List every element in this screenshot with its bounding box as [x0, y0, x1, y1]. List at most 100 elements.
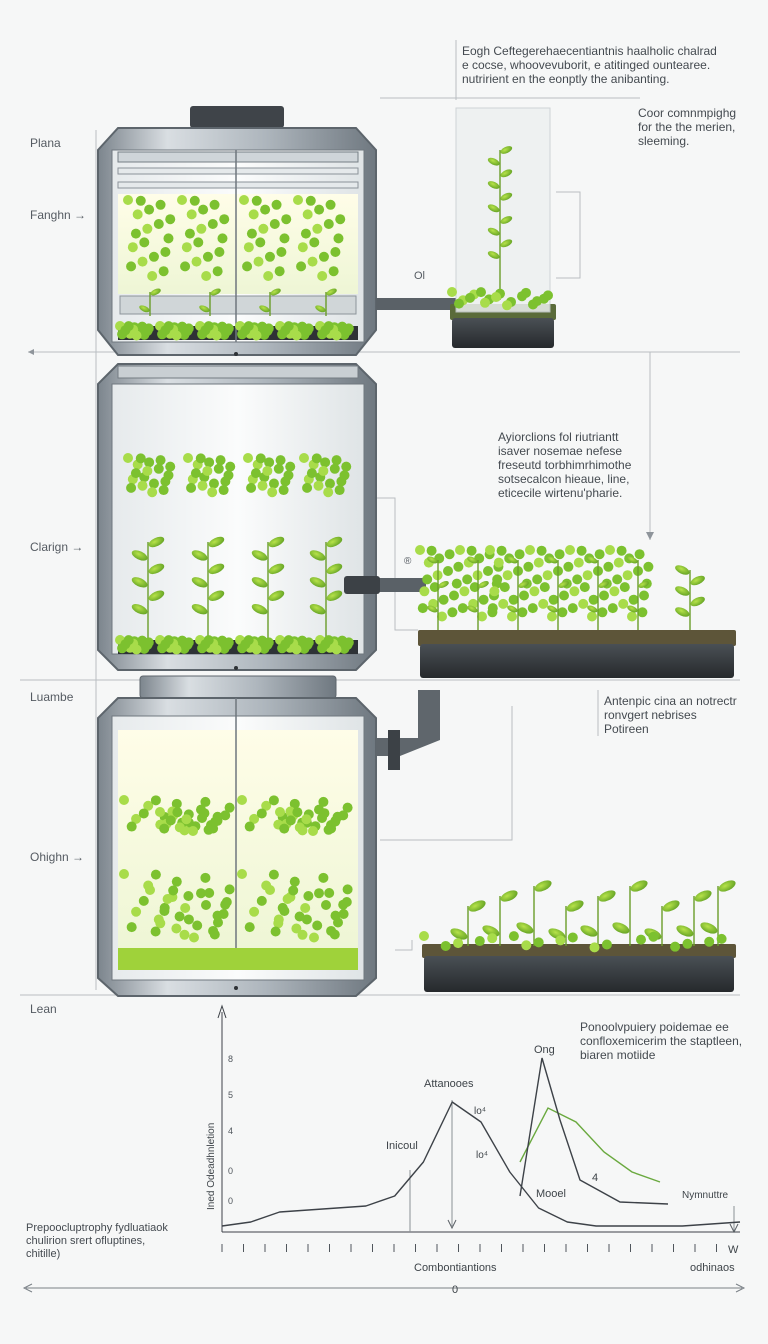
down-arrow-icon [646, 532, 654, 540]
plant-cluster [315, 635, 354, 655]
plant [516, 880, 552, 946]
plant [139, 288, 161, 316]
side-label-clarign: Clarign → [30, 540, 83, 554]
side-label-fanghn-text: Fanghn [30, 208, 71, 222]
plant-cluster [115, 321, 154, 341]
plant-cluster [275, 807, 343, 836]
plant [427, 556, 449, 630]
plant-cluster [123, 195, 176, 281]
plant-cluster [123, 453, 176, 498]
chart-annot-nymut: Nymnuttre [682, 1190, 729, 1201]
chart-annot-mooel: Mooel [536, 1188, 566, 1200]
side-label-clarign-text: Clarign [30, 540, 69, 554]
plant-cluster [145, 885, 232, 943]
note-top-right: Coor comnmpighg for the the merien, slee… [638, 106, 737, 148]
tank-3 [97, 675, 377, 997]
chart-annot-peak: Attanooes [424, 1078, 474, 1090]
note-top: Eogh Ceftegerehaecentiantnis haalholic c… [462, 44, 717, 86]
plant [315, 288, 337, 316]
plant-cluster [195, 635, 234, 655]
plant [675, 565, 705, 630]
glass-tube [455, 107, 551, 313]
plant [644, 900, 680, 946]
plant-cluster [419, 931, 727, 953]
chart-annot-ong: Ong [534, 1044, 555, 1056]
chart-annot-four: 4 [592, 1172, 599, 1184]
plant [507, 556, 529, 630]
ytick-2: 5 [228, 1090, 234, 1100]
chart-xlabel: Combontiantions [414, 1262, 497, 1274]
chart-x-end-label: W [728, 1244, 739, 1256]
chart-annot-inicoul: Inicoul [386, 1140, 418, 1152]
plant [467, 556, 489, 630]
plant [676, 890, 712, 946]
chart-note-paragraph: Ponoolvpuiery poidemae ee confloxemiceri… [580, 1020, 743, 1062]
chart-note-left: Prepoocluptrophy fydluatiaok chulirion s… [26, 1222, 168, 1260]
ytick-1: 8 [228, 1054, 234, 1064]
plant [547, 556, 569, 630]
plant [612, 880, 648, 946]
left-arrow-icon [28, 349, 34, 355]
plant [587, 556, 609, 630]
plant-cluster [525, 545, 574, 622]
side-label-plane: Plana [30, 136, 61, 150]
plant [450, 900, 486, 946]
plant-cluster [447, 287, 553, 311]
plant-cluster [315, 321, 354, 341]
plant-cluster [239, 195, 292, 281]
side-label-fanghn: Fanghn → [30, 208, 86, 222]
chart-lines [221, 1057, 741, 1227]
tank-1 [97, 106, 377, 356]
side-label-ohighn: Ohighn → [30, 850, 84, 864]
plant [580, 890, 616, 946]
chart-axes [22, 1004, 746, 1293]
ytick-5: 0 [228, 1196, 234, 1206]
plant-cluster [293, 195, 346, 281]
plant-cluster [275, 635, 314, 655]
plant-cluster [243, 453, 296, 498]
plant [487, 146, 513, 300]
plant-cluster [183, 453, 236, 498]
connector-label-oi: Ol [414, 270, 425, 282]
chart-xticks [221, 1244, 717, 1252]
plant-cluster [275, 321, 314, 341]
chart-series-line [519, 1057, 669, 1205]
plant-cluster [299, 453, 352, 498]
pipes [344, 298, 456, 770]
plant-cluster [235, 321, 274, 341]
note-lower-right: Antenpic cina an notrectr ronvgert nebri… [604, 694, 737, 736]
ytick-3: 4 [228, 1126, 234, 1136]
plant-cluster [155, 635, 194, 655]
chart-xlabel-right: odhinaos [690, 1262, 735, 1274]
chart-series-line [519, 1107, 661, 1183]
right-arrow-icon: → [74, 208, 87, 222]
connector-label-small: ® [404, 556, 412, 567]
plant [309, 536, 343, 638]
side-label-luambe: Luambe [30, 690, 74, 704]
ytick-4: 0 [228, 1166, 234, 1176]
chart-annot-lot-2: lo⁴ [476, 1150, 489, 1161]
side-label-ohighn-text: Ohighn [30, 850, 69, 864]
plant [251, 536, 285, 638]
chart-annot-lot-1: lo⁴ [474, 1106, 487, 1117]
right-arrow-icon: → [72, 850, 85, 864]
plant-cluster [565, 545, 614, 622]
plant [199, 288, 221, 316]
chart-bottom-label: 0 [452, 1284, 459, 1296]
plant-cluster [195, 321, 234, 341]
plant [131, 536, 165, 638]
note-middle: Ayiorclions fol riutriantt isaver nosema… [498, 430, 632, 500]
plant [259, 288, 281, 316]
plant-cluster [115, 635, 154, 655]
plants [115, 146, 736, 953]
plant [191, 536, 225, 638]
right-arrow-icon: → [71, 540, 84, 554]
side-label-lean: Lean [30, 1002, 57, 1016]
plant-cluster [177, 195, 230, 281]
plant-cluster [155, 321, 194, 341]
grow-trays [418, 304, 736, 992]
plant-cluster [155, 807, 223, 836]
chart-series-line [221, 1101, 741, 1227]
plant [548, 900, 584, 946]
plant [482, 890, 518, 946]
